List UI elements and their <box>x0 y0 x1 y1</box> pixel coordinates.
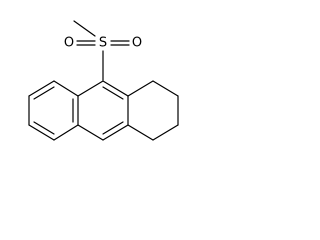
inner-double-bond <box>33 86 55 100</box>
chemical-structure: S O O <box>28 20 179 141</box>
oxygen-right-atom-label: O <box>132 36 142 51</box>
inner-double-bond <box>102 121 124 135</box>
ring-bond <box>127 124 154 141</box>
ring-bond <box>127 80 154 97</box>
methylsulfonyl-group: S O O <box>64 20 142 81</box>
ring-bond <box>53 80 79 97</box>
ring-bond <box>102 80 129 97</box>
ring-bond <box>152 124 179 141</box>
cyclohexene-ring <box>127 80 179 141</box>
methyl-bond <box>73 20 96 37</box>
ring-bond <box>53 124 79 141</box>
oxygen-left-atom-label: O <box>64 36 74 51</box>
ring-bond <box>28 80 55 97</box>
middle-benzene-ring <box>77 80 129 141</box>
ring-bond <box>28 124 55 141</box>
ring-bond <box>77 80 104 97</box>
ring-bond <box>77 124 104 141</box>
ring-bond <box>152 80 179 97</box>
inner-double-bond <box>102 86 124 100</box>
left-benzene-ring <box>28 80 104 141</box>
ring-bond <box>102 124 129 141</box>
sulfur-atom-label: S <box>99 36 107 51</box>
inner-double-bond <box>33 121 55 135</box>
